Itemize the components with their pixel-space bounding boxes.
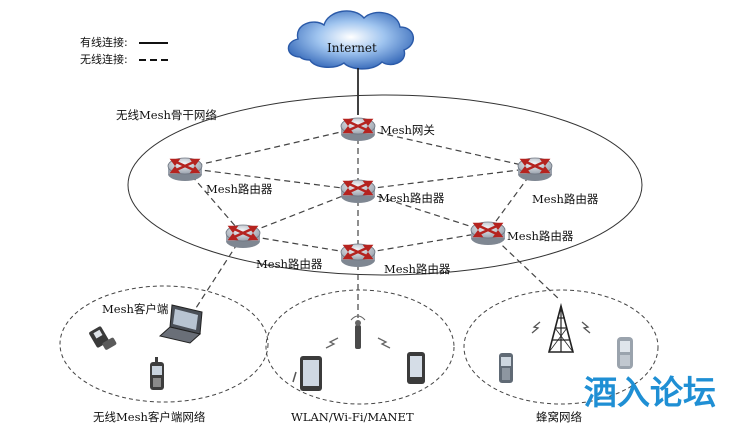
smartphone-icon bbox=[407, 352, 425, 384]
router-right-icon bbox=[516, 156, 554, 183]
router-lower-right-label: Mesh路由器 bbox=[507, 229, 574, 243]
flip-phone-icon bbox=[89, 326, 117, 350]
wifi-antenna-icon bbox=[350, 315, 366, 349]
router-left-label: Mesh路由器 bbox=[206, 182, 273, 196]
router-lower-left-icon bbox=[224, 223, 262, 250]
router-right-label: Mesh路由器 bbox=[532, 192, 599, 206]
internet-cloud-icon bbox=[287, 10, 414, 70]
cellular-network-label: 蜂窝网络 bbox=[536, 410, 582, 424]
legend-wireless-label: 无线连接: bbox=[80, 52, 128, 66]
router-lower-right-icon bbox=[469, 220, 507, 247]
wireless-links bbox=[184, 127, 561, 326]
backbone-label: 无线Mesh骨干网络 bbox=[116, 108, 217, 122]
router-lower-center-icon bbox=[339, 242, 377, 269]
mobile-phone-icon bbox=[150, 357, 164, 390]
wireless-signal-left-icon bbox=[325, 337, 339, 349]
wlan-network-label: WLAN/Wi-Fi/MANET bbox=[291, 410, 414, 424]
backbone-ellipse bbox=[127, 94, 643, 276]
cell-phone-left-icon bbox=[499, 353, 513, 383]
router-lower-center-label: Mesh路由器 bbox=[384, 262, 451, 276]
legend: 有线连接: 无线连接: bbox=[80, 35, 170, 66]
cell-phone-right-icon bbox=[617, 337, 633, 369]
wireless-signal-right-icon bbox=[377, 337, 391, 349]
watermark-logo: 酒入论坛 bbox=[584, 373, 716, 412]
router-center-label: Mesh路由器 bbox=[378, 191, 445, 205]
legend-wired-label: 有线连接: bbox=[80, 35, 128, 49]
client-network-ellipse bbox=[59, 285, 269, 403]
gateway-label: Mesh网关 bbox=[380, 123, 435, 137]
gateway-router-icon bbox=[339, 116, 377, 143]
router-lower-left-label: Mesh路由器 bbox=[256, 257, 323, 271]
cell-signal-left-icon bbox=[531, 321, 541, 334]
tablet-icon bbox=[292, 356, 322, 391]
router-left-icon bbox=[166, 156, 204, 183]
laptop-icon bbox=[158, 304, 203, 344]
internet-label: Internet bbox=[327, 41, 377, 55]
router-center-icon bbox=[339, 178, 377, 205]
wlan-network-ellipse bbox=[265, 289, 455, 405]
cell-signal-right-icon bbox=[581, 321, 591, 334]
cell-tower-icon bbox=[547, 302, 575, 353]
mesh-client-label: Mesh客户端 bbox=[102, 302, 168, 316]
client-network-label: 无线Mesh客户端网络 bbox=[93, 410, 206, 424]
cellular-network-ellipse bbox=[463, 289, 659, 405]
